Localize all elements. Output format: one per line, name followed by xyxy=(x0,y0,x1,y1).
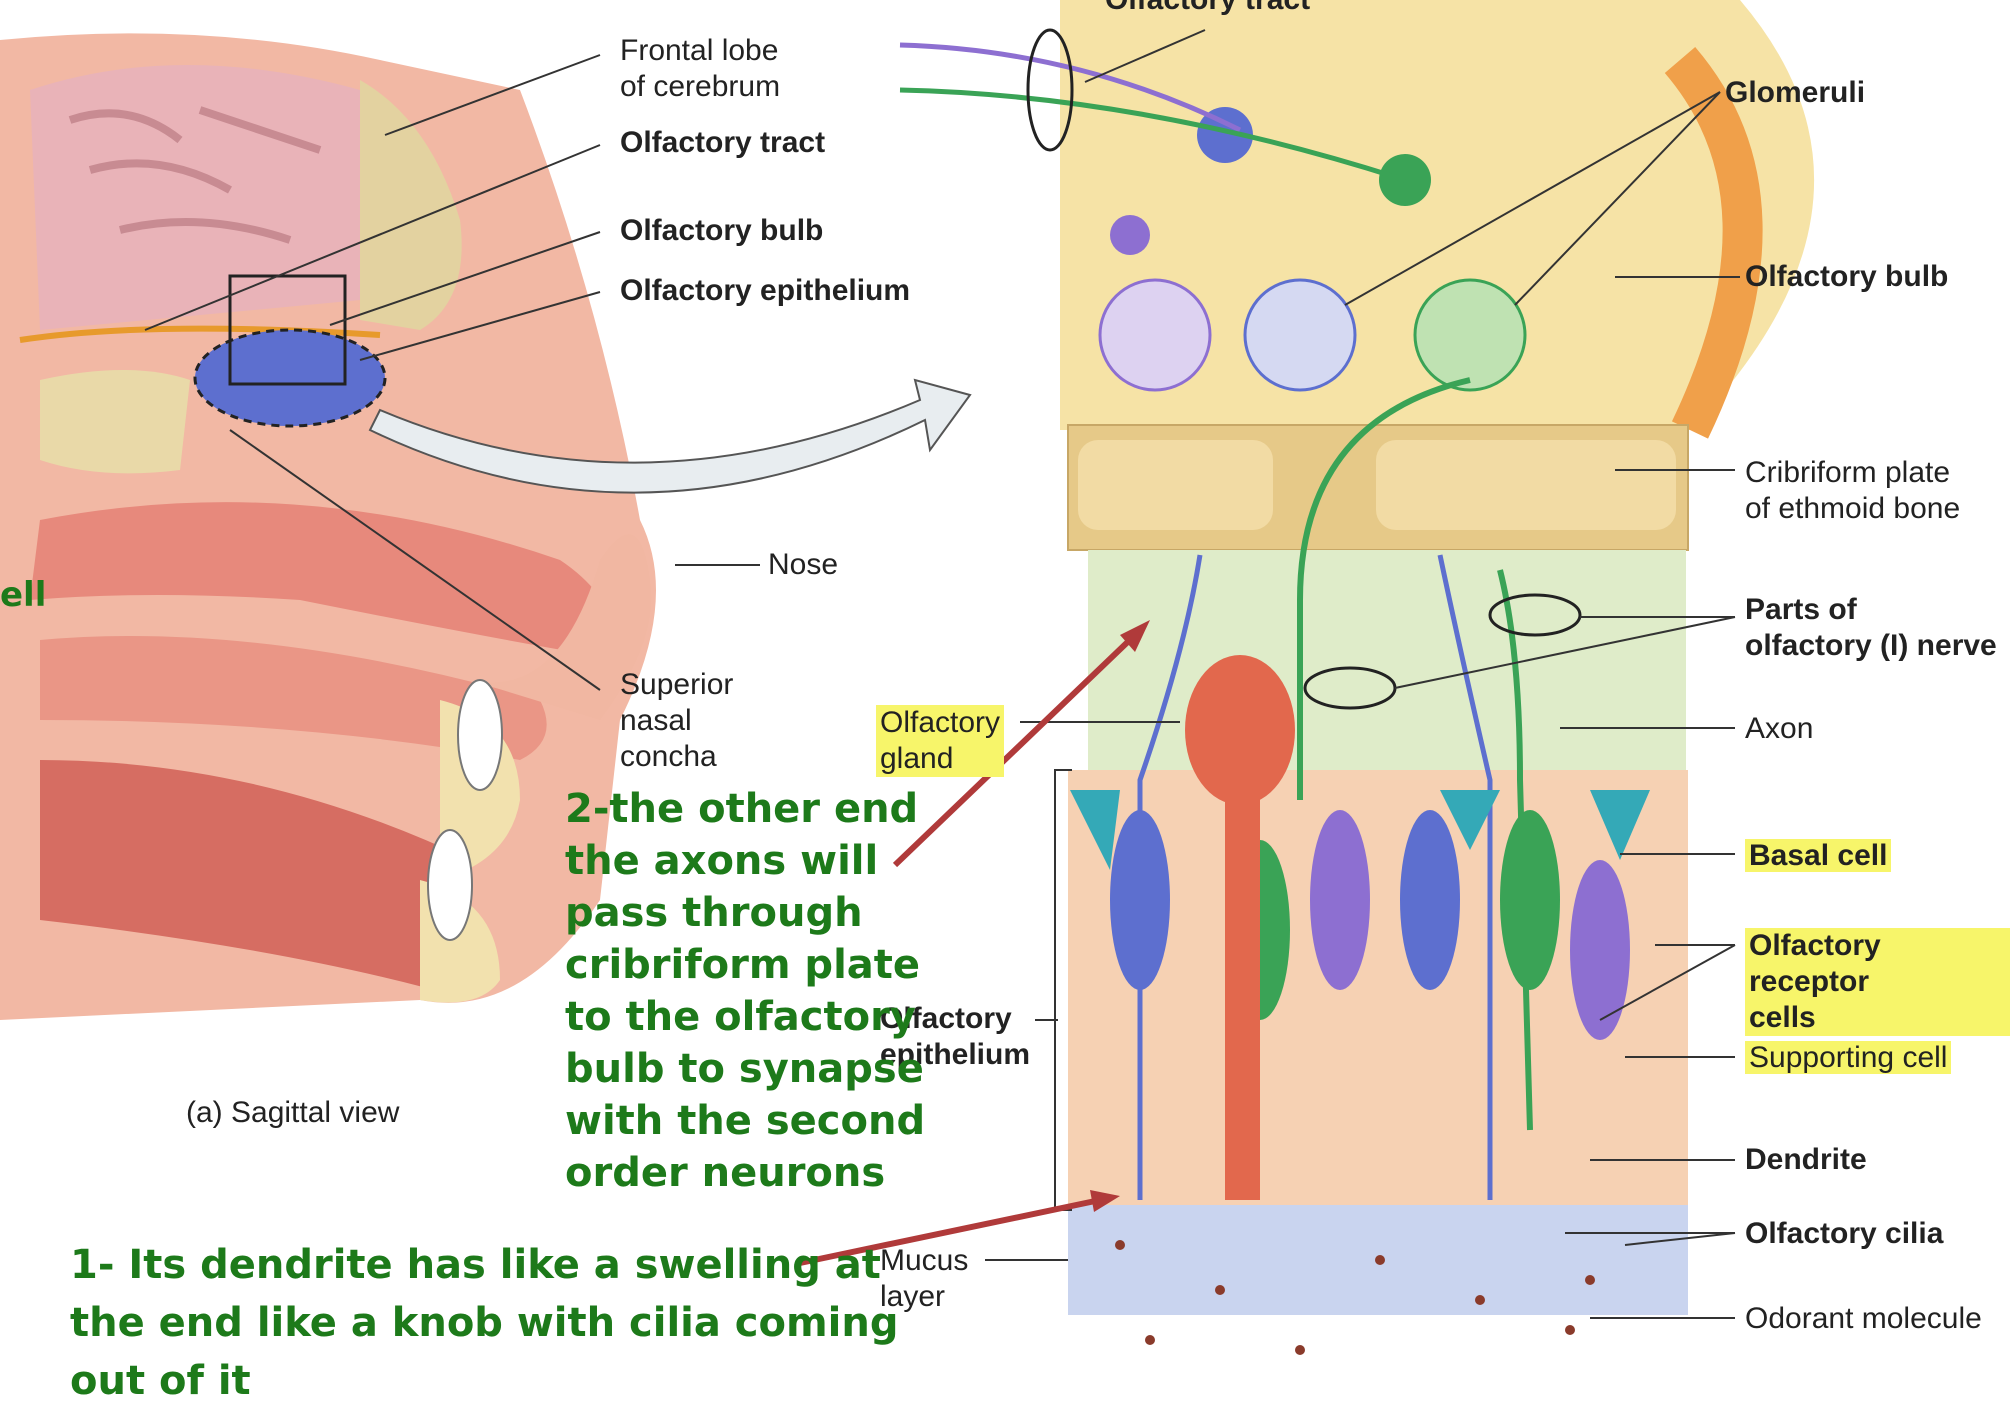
label-basal-cell-wrap: Basal cell xyxy=(1745,838,1891,874)
label-frontal-lobe: Frontal lobe of cerebrum xyxy=(620,33,780,105)
label-supporting-cell-wrap: Supporting cell xyxy=(1745,1040,1951,1076)
gland-cells xyxy=(1185,655,1295,805)
label-cribriform-plate: Cribriform plate of ethmoid bone xyxy=(1745,455,1960,527)
label-axon: Axon xyxy=(1745,711,1813,747)
magnified-epithelium-illustration xyxy=(900,0,1814,1355)
label-olfactory-bulb-right: Olfactory bulb xyxy=(1745,259,1948,295)
label-olfactory-cilia: Olfactory cilia xyxy=(1745,1216,1943,1252)
label-olfactory-epithelium-left: Olfactory epithelium xyxy=(620,273,910,309)
label-olfactory-tract-top: Olfactory tract xyxy=(1105,0,1310,18)
label-olfactory-gland-wrap: Olfactory gland xyxy=(876,705,1004,777)
label-olfactory-receptor-cells: Olfactory receptor cells xyxy=(1745,928,2010,1036)
annotation-note-2: 2-the other end the axons will pass thro… xyxy=(565,783,925,1199)
label-olfactory-bulb-left: Olfactory bulb xyxy=(620,213,823,249)
label-receptor-cells-wrap: Olfactory receptor cells xyxy=(1745,928,2010,1036)
label-glomeruli: Glomeruli xyxy=(1725,75,1865,111)
sagittal-head-illustration xyxy=(0,33,656,1020)
cerebrum xyxy=(30,65,390,330)
label-olfactory-gland: Olfactory gland xyxy=(876,705,1004,777)
label-olfactory-tract-left: Olfactory tract xyxy=(620,125,825,161)
glomerulus-green xyxy=(1415,280,1525,390)
label-dendrite: Dendrite xyxy=(1745,1142,1867,1178)
caption-sagittal-view: (a) Sagittal view xyxy=(186,1095,399,1131)
label-nose: Nose xyxy=(768,547,838,583)
annotation-note-1: 1- Its dendrite has like a swelling at t… xyxy=(70,1236,899,1410)
label-supporting-cell: Supporting cell xyxy=(1745,1041,1951,1074)
label-superior-nasal-concha: Superior nasal concha xyxy=(620,667,733,775)
label-basal-cell: Basal cell xyxy=(1745,839,1891,872)
glomerulus-purple xyxy=(1100,280,1210,390)
label-odorant-molecule: Odorant molecule xyxy=(1745,1301,1982,1337)
glomerulus-blue xyxy=(1245,280,1355,390)
olfactory-epithelium-area xyxy=(195,330,385,426)
label-parts-of-olfactory-nerve: Parts of olfactory (I) nerve xyxy=(1745,592,1997,664)
mitral-cell-purple xyxy=(1110,215,1150,255)
edge-fragment: ell xyxy=(0,575,46,615)
